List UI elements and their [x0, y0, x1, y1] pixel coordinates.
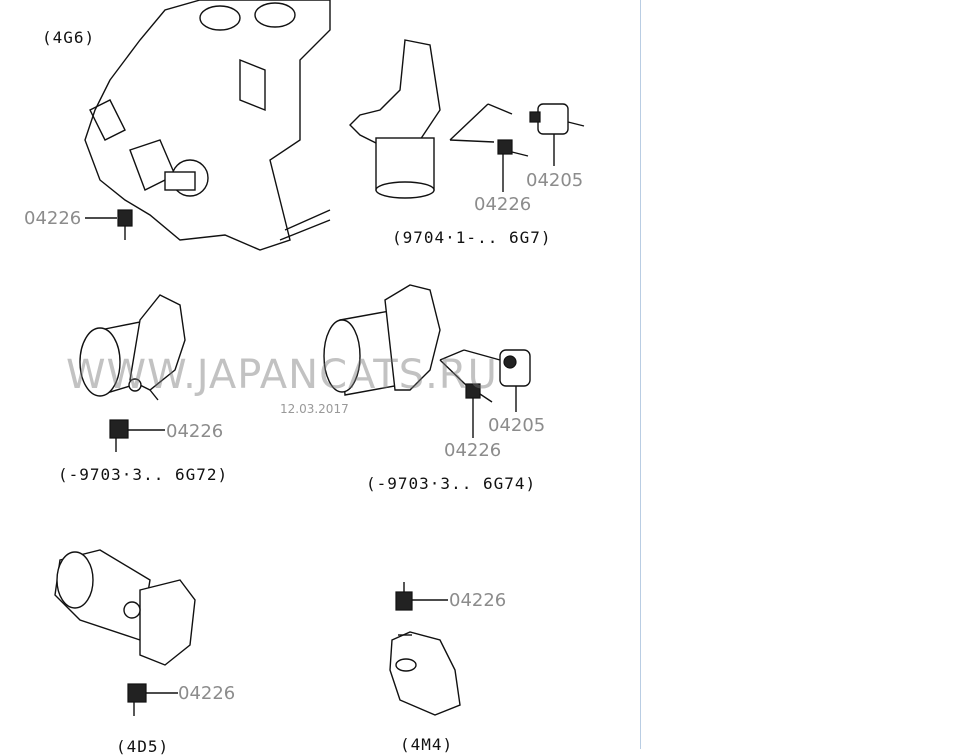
part-link-04226-4d5[interactable]: 04226 — [178, 683, 236, 704]
assembly-4d5 — [54, 549, 196, 716]
diagram-drawing — [54, 0, 585, 716]
part-link-04205-6g7[interactable]: 04205 — [526, 170, 584, 191]
label-4d5: (4D5) — [116, 737, 170, 756]
label-6g7: (9704·1-.. 6G7) — [392, 228, 552, 247]
label-4m4: (4M4) — [400, 735, 454, 754]
assembly-6g72 — [79, 294, 186, 452]
label-6g74: (-9703·3.. 6G74) — [366, 474, 537, 493]
watermark-date: 12.03.2017 — [280, 402, 349, 416]
part-link-04226-4m4[interactable]: 04226 — [449, 590, 507, 611]
assembly-4m4 — [389, 582, 461, 716]
part-link-04226-6g74[interactable]: 04226 — [444, 440, 502, 461]
label-6g72: (-9703·3.. 6G72) — [58, 465, 229, 484]
assembly-6g7 — [349, 39, 585, 199]
parts-diagram: (4G6) (9704·1-.. 6G7) (-9703·3.. 6G72) (… — [24, 0, 585, 756]
part-link-04205-6g74[interactable]: 04205 — [488, 415, 546, 436]
side-panel — [640, 0, 960, 749]
part-link-04226-6g72[interactable]: 04226 — [166, 421, 224, 442]
assembly-6g74 — [323, 284, 531, 438]
engine-block-4g6 — [84, 0, 331, 251]
label-4g6: (4G6) — [42, 28, 96, 47]
part-link-04226-4g6[interactable]: 04226 — [24, 208, 82, 229]
part-link-04226-6g7[interactable]: 04226 — [474, 194, 532, 215]
